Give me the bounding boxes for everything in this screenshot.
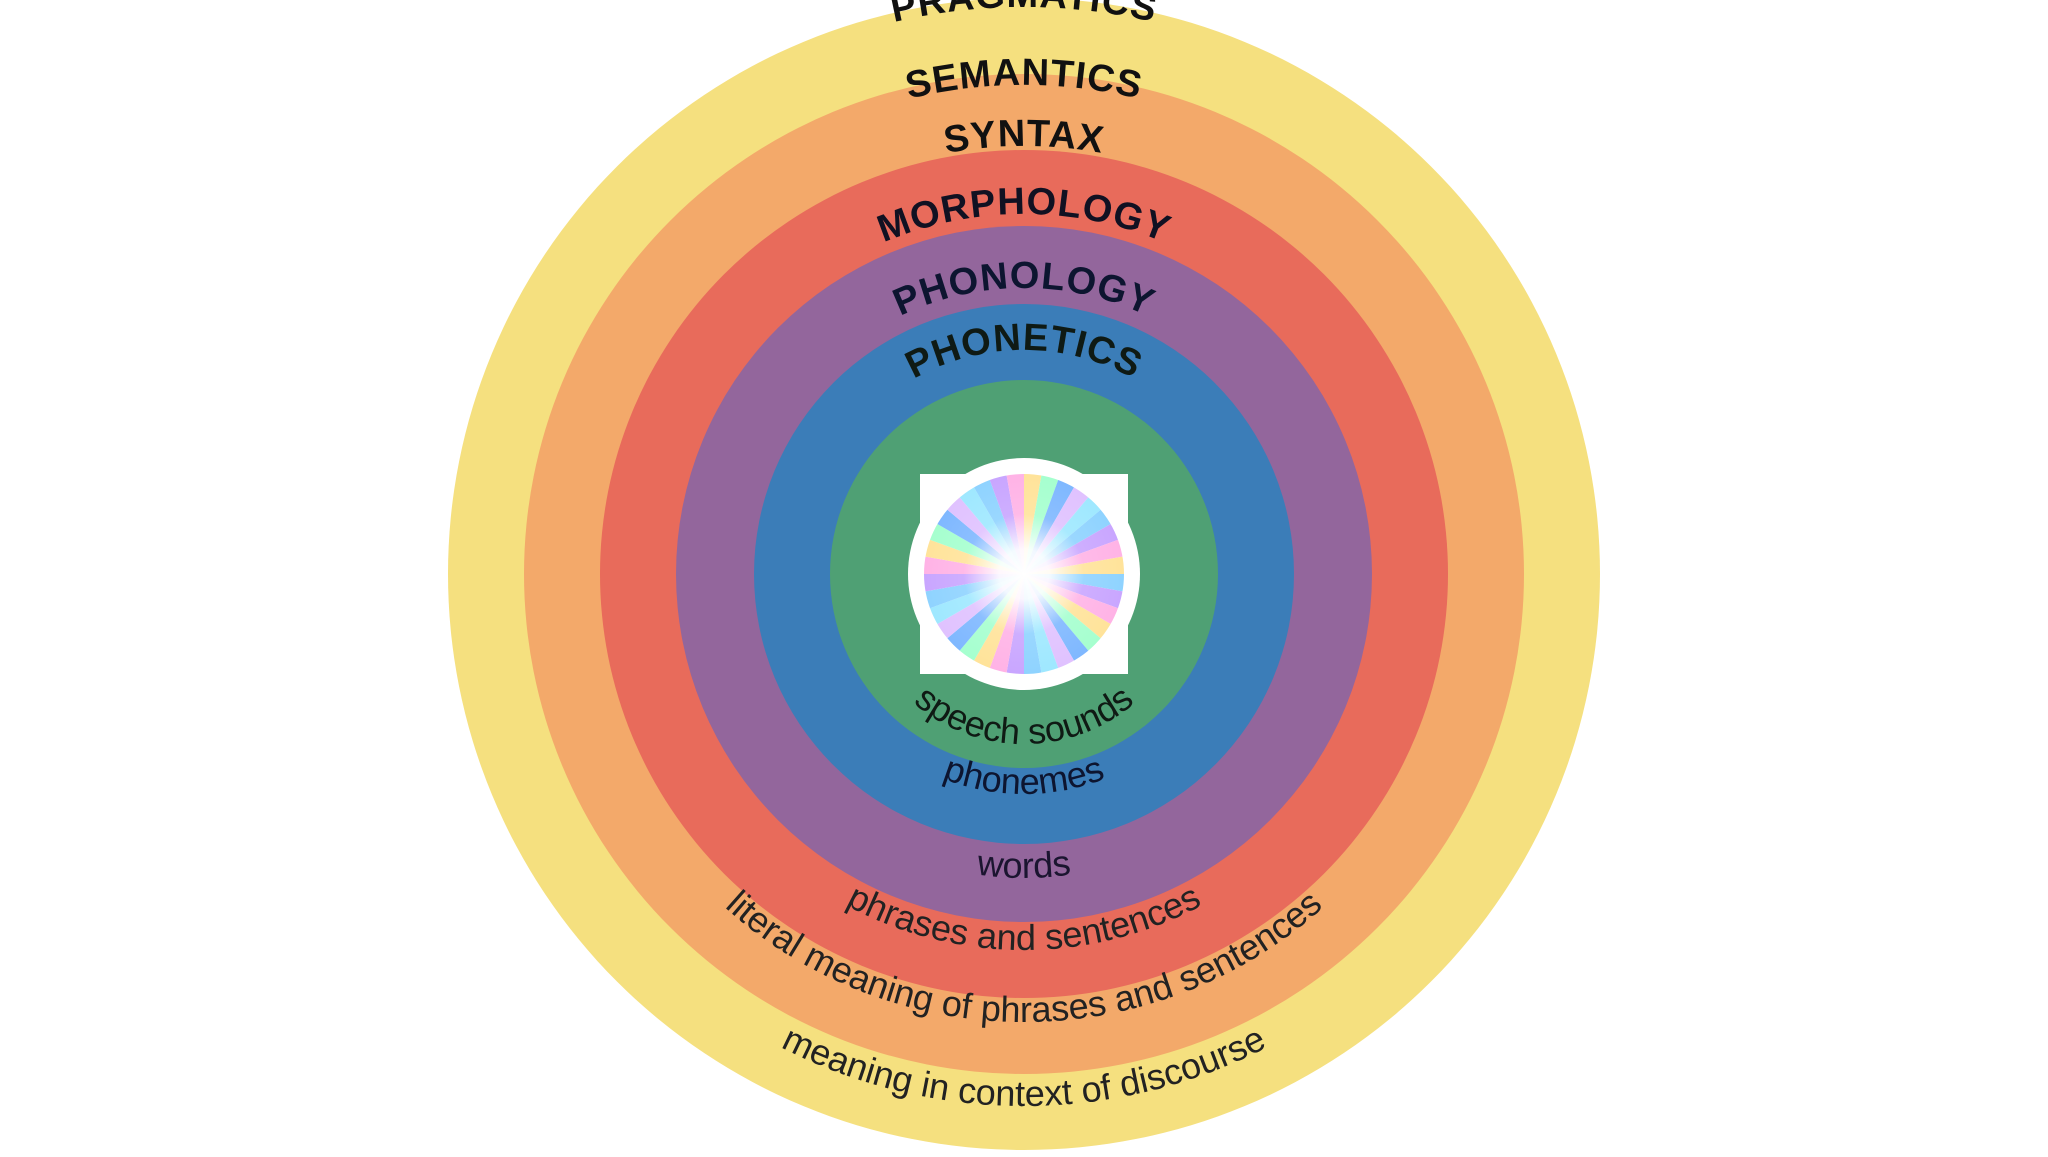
ring-desc-morphology: words: [974, 842, 1072, 887]
sound-burst-icon: [908, 458, 1140, 690]
ring-title-syntax: SYNTAX: [941, 113, 1107, 162]
